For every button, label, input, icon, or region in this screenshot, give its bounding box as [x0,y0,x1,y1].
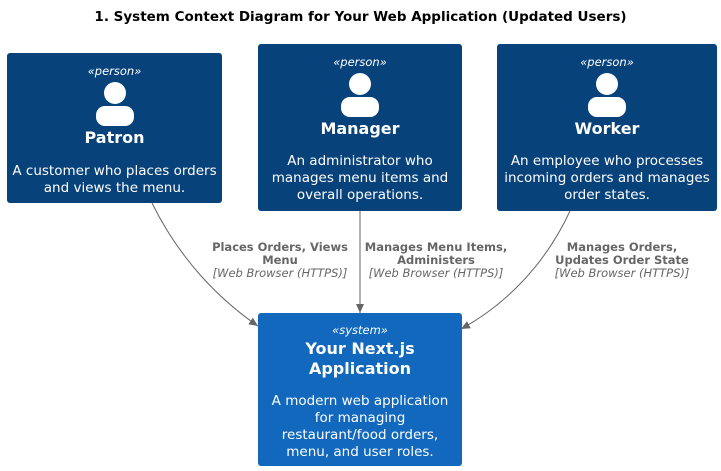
edge-label-patron-text: Places Orders, Views Menu [212,240,348,267]
edge-label-manager-technology: [Web Browser (HTTPS)] [368,266,504,280]
manager-name: Manager [320,119,400,138]
person-icon [95,82,134,126]
diagram-title: 1. System Context Diagram for Your Web A… [94,9,627,25]
patron-box: «person» Patron A customer who places or… [7,53,222,203]
worker-description: An employee who processes incoming order… [504,153,710,203]
patron-name: Patron [84,128,145,147]
system-box: «system» Your Next.js Application A mode… [258,313,462,466]
edge-patron-to-system [151,202,259,327]
worker-box: «person» Worker An employee who processe… [497,44,717,211]
patron-stereotype: «person» [87,64,142,78]
edge-label-patron-technology: [Web Browser (HTTPS)] [212,266,348,280]
manager-box: «person» Manager An administrator who ma… [258,44,462,211]
person-icon [341,73,379,117]
edge-label-manager-text: Manages Menu Items, Administers [364,240,508,267]
worker-name: Worker [574,119,640,138]
patron-description: A customer who places orders and views t… [12,163,217,196]
system-description: A modern web application for managing re… [271,393,449,460]
edge-label-worker-text: Manages Orders, Updates Order State [555,240,689,267]
manager-stereotype: «person» [333,55,387,69]
edge-label-manager: Manages Menu Items, Administers [Web Bro… [360,241,512,280]
system-stereotype: «system» [332,323,388,337]
worker-stereotype: «person» [580,55,634,69]
system-name: Your Next.js Application [305,339,415,378]
edge-label-patron: Places Orders, Views Menu [Web Browser (… [204,241,356,280]
edge-label-worker-technology: [Web Browser (HTTPS)] [554,266,690,280]
edge-worker-to-system [460,210,571,330]
person-icon [588,73,626,117]
edge-label-worker: Manages Orders, Updates Order State [Web… [548,241,696,280]
manager-description: An administrator who manages menu items … [271,153,449,203]
